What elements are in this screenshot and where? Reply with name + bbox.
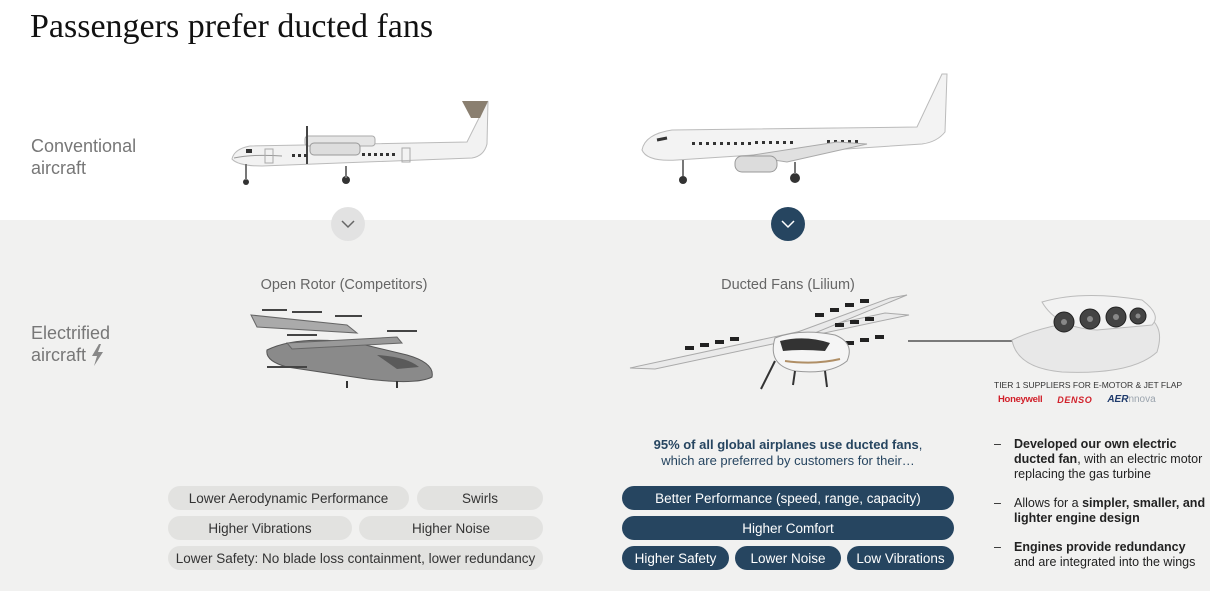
ducted-fans-pill: Low Vibrations [847,546,954,570]
lilium-jet-image [629,294,910,390]
row-label-electrified: Electrified aircraft [31,322,110,366]
open-rotor-heading: Open Rotor (Competitors) [260,277,428,293]
open-rotor-pill: Higher Vibrations [168,516,352,540]
benefit-bold: Engines provide redundancy [1014,540,1186,554]
row-label-line: aircraft [31,345,87,365]
benefit-text: and are integrated into the wings [1014,555,1196,569]
claim-comma: , [918,437,923,452]
denso-logo: DENSO [1057,394,1093,405]
open-rotor-pill: Higher Noise [359,516,543,540]
claim-bold: 95% of all global airplanes use ducted f… [653,437,919,452]
jet-aircraft-image [641,73,948,184]
supplier-logos: Honeywell DENSO AERnnova [998,394,1156,405]
suppliers-label: TIER 1 SUPPLIERS FOR E-MOTOR & JET FLAP [994,380,1183,390]
aernnova-logo-part: AER [1107,394,1129,405]
ducted-fans-pill: Lower Noise [735,546,841,570]
row-label-conventional: Conventional aircraft [31,135,136,179]
chevron-down-icon [781,220,795,229]
benefit-text: Allows for a [1014,496,1083,510]
page-title: Passengers prefer ducted fans [30,8,434,45]
chevron-down-icon [341,220,355,229]
benefit-item: – Engines provide redundancy and are int… [994,540,1209,570]
benefit-item: – Developed our own electric ducted fan,… [994,437,1209,482]
row-label-line: aircraft [31,158,87,178]
row-label-line-with-icon: aircraft [31,344,110,366]
open-rotor-pill: Swirls [417,486,543,510]
open-rotor-pill: Lower Safety: No blade loss containment,… [168,546,543,570]
claim-line-1: 95% of all global airplanes use ducted f… [622,437,954,453]
ducted-fans-heading: Ducted Fans (Lilium) [721,277,855,293]
open-rotor-pill: Lower Aerodynamic Performance [168,486,409,510]
ducted-fans-pill: Better Performance (speed, range, capaci… [622,486,954,510]
benefit-text: , with an electric motor replacing the g… [1014,452,1203,481]
ducted-fans-pill: Higher Comfort [622,516,954,540]
ducted-fans-claim: 95% of all global airplanes use ducted f… [622,437,954,469]
bullet-dash: – [994,496,1001,510]
claim-line-2: which are preferred by customers for the… [661,453,915,468]
aernnova-logo: AERnnova [1107,394,1155,405]
lightning-icon [92,344,104,366]
chevron-down-button-open-rotor[interactable] [331,207,365,241]
honeywell-logo: Honeywell [998,394,1043,405]
chevron-down-button-ducted[interactable] [771,207,805,241]
row-label-line: Electrified [31,323,111,343]
open-rotor-evtol-image [250,309,433,388]
benefits-list: – Developed our own electric ducted fan,… [994,437,1209,584]
aernnova-logo-part: nnova [1128,394,1156,405]
benefit-bold: Developed our own electric ducted fan [1014,437,1177,466]
benefit-item: – Allows for a simpler, smaller, and lig… [994,496,1209,526]
ducted-fan-engine-image [1011,294,1161,373]
benefit-bold: simpler, smaller, and lighter engine des… [1014,496,1206,525]
bullet-dash: – [994,437,1001,451]
row-label-line: Conventional [31,136,137,156]
bullet-dash: – [994,540,1001,554]
turboprop-aircraft-image [231,100,489,185]
ducted-fans-pill: Higher Safety [622,546,729,570]
